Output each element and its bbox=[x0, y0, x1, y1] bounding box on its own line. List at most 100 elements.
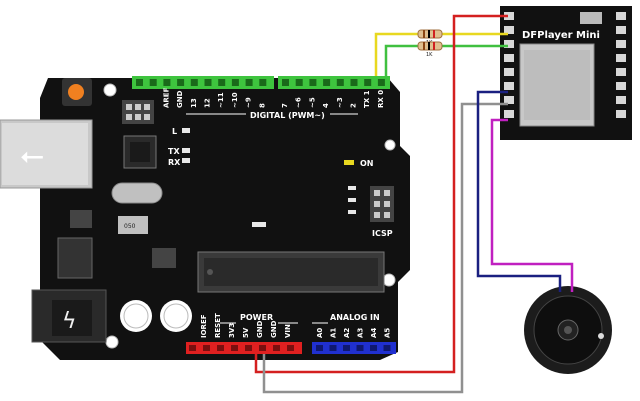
digital-pin-label: ~9 bbox=[245, 97, 253, 108]
module-pin bbox=[504, 26, 514, 34]
power-pin-socket bbox=[259, 345, 266, 351]
dfplayer-module: DFPlayer Mini bbox=[500, 6, 632, 140]
module-pin bbox=[504, 110, 514, 118]
module-pin bbox=[504, 40, 514, 48]
module-pin bbox=[616, 12, 626, 20]
power-pin-socket bbox=[203, 345, 210, 351]
power-pin-socket bbox=[245, 345, 252, 351]
analog-pin-socket bbox=[370, 345, 377, 351]
mounting-hole bbox=[382, 273, 396, 287]
icsp-header-top bbox=[122, 100, 154, 124]
module-pin bbox=[616, 40, 626, 48]
module-pin bbox=[504, 82, 514, 90]
capacitor bbox=[120, 300, 152, 332]
resistor-2-label: 1K bbox=[426, 52, 433, 58]
module-pin bbox=[504, 12, 514, 20]
power-pin-socket bbox=[189, 345, 196, 351]
small-chip bbox=[152, 248, 176, 268]
power-pin-label: RESET bbox=[214, 313, 222, 338]
analog-pin-socket bbox=[329, 345, 337, 351]
status-leds: L TX RX bbox=[168, 127, 190, 167]
power-pin-socket bbox=[273, 345, 280, 351]
digital-pin-label: ~11 bbox=[217, 92, 225, 108]
icsp-label: ICSP bbox=[372, 229, 393, 238]
digital-pin-socket bbox=[204, 79, 212, 86]
module-pin bbox=[616, 26, 626, 34]
power-pin-socket bbox=[231, 345, 238, 351]
wires bbox=[254, 14, 574, 394]
power-jack: ϟ bbox=[31, 289, 107, 343]
power-pin-label: 3V3 bbox=[228, 323, 236, 338]
power-pin-label: VIN bbox=[284, 324, 292, 338]
analog-pin-socket bbox=[356, 345, 364, 351]
module-pin bbox=[504, 54, 514, 62]
resistor-2: 1K bbox=[417, 41, 443, 58]
digital-pin-socket bbox=[350, 79, 358, 86]
wire-magenta bbox=[490, 118, 574, 292]
power-pin-label: GND bbox=[270, 320, 278, 338]
digital-pin-label: 7 bbox=[281, 103, 289, 108]
digital-pin-label: 13 bbox=[190, 98, 198, 108]
crystal-label: 050 bbox=[124, 223, 136, 230]
module-pin bbox=[616, 96, 626, 104]
digital-pin-socket bbox=[177, 79, 185, 86]
analog-pin-label: A4 bbox=[370, 328, 378, 338]
capacitor bbox=[160, 300, 192, 332]
on-label: ON bbox=[360, 159, 374, 168]
digital-pin-socket bbox=[323, 79, 331, 86]
speaker bbox=[524, 286, 612, 374]
mounting-hole bbox=[384, 139, 396, 151]
digital-pin-label: ~5 bbox=[308, 97, 316, 108]
digital-pin-label: 12 bbox=[204, 98, 212, 108]
digital-pin-label: TX 1 bbox=[363, 90, 371, 108]
digital-pin-socket bbox=[218, 79, 226, 86]
digital-pin-label: 4 bbox=[322, 103, 330, 108]
power-pin-label: 5V bbox=[242, 327, 250, 338]
digital-pin-label: GND bbox=[176, 90, 184, 108]
analog-pin-label: A5 bbox=[384, 328, 392, 338]
power-pin-label: IOREF bbox=[200, 314, 208, 338]
digital-pin-socket bbox=[259, 79, 267, 86]
digital-pin-label: ~3 bbox=[336, 97, 344, 108]
analog-pin-socket bbox=[316, 345, 323, 351]
digital-pin-socket bbox=[149, 79, 157, 86]
atmega-chip bbox=[197, 251, 385, 293]
analog-pin-label: A3 bbox=[357, 328, 365, 338]
digital-pin-socket bbox=[336, 79, 344, 86]
analog-pin-label: A0 bbox=[316, 328, 324, 338]
digital-pin-socket bbox=[245, 79, 253, 86]
module-pin bbox=[504, 68, 514, 76]
digital-pin-label: ~10 bbox=[231, 92, 239, 108]
digital-pin-label: 2 bbox=[350, 103, 358, 108]
power-pin-label: GND bbox=[256, 320, 264, 338]
crystal bbox=[111, 182, 163, 204]
power-header: IOREF RESET 3V3 5V GND GND VIN bbox=[186, 313, 302, 354]
regulator bbox=[70, 210, 92, 228]
digital-pin-socket bbox=[309, 79, 317, 86]
digital-pin-label: RX 0 bbox=[377, 90, 385, 108]
digital-pin-socket bbox=[163, 79, 171, 86]
usb-icon: ⭠ bbox=[20, 138, 44, 173]
wire-navy bbox=[476, 90, 562, 292]
digital-pin-socket bbox=[282, 79, 289, 86]
analog-pin-socket bbox=[383, 345, 391, 351]
module-pin bbox=[616, 82, 626, 90]
led-label-l: L bbox=[172, 127, 177, 136]
power-led bbox=[344, 160, 354, 165]
regulator bbox=[57, 237, 93, 279]
digital-pin-label: ~6 bbox=[295, 97, 303, 108]
module-title: DFPlayer Mini bbox=[522, 30, 600, 41]
led-label-tx: TX bbox=[168, 147, 180, 156]
mounting-hole bbox=[103, 83, 117, 97]
digital-pin-socket bbox=[295, 79, 303, 86]
module-pin bbox=[616, 54, 626, 62]
arduino-board: ⭠ ϟ 050 L TX bbox=[0, 76, 410, 360]
digital-pin-label: AREF bbox=[162, 87, 170, 108]
led-label-rx: RX bbox=[168, 158, 181, 167]
usb-connector: ⭠ bbox=[0, 119, 93, 189]
power-label: POWER bbox=[240, 313, 273, 322]
digital-pin-socket bbox=[136, 79, 143, 86]
